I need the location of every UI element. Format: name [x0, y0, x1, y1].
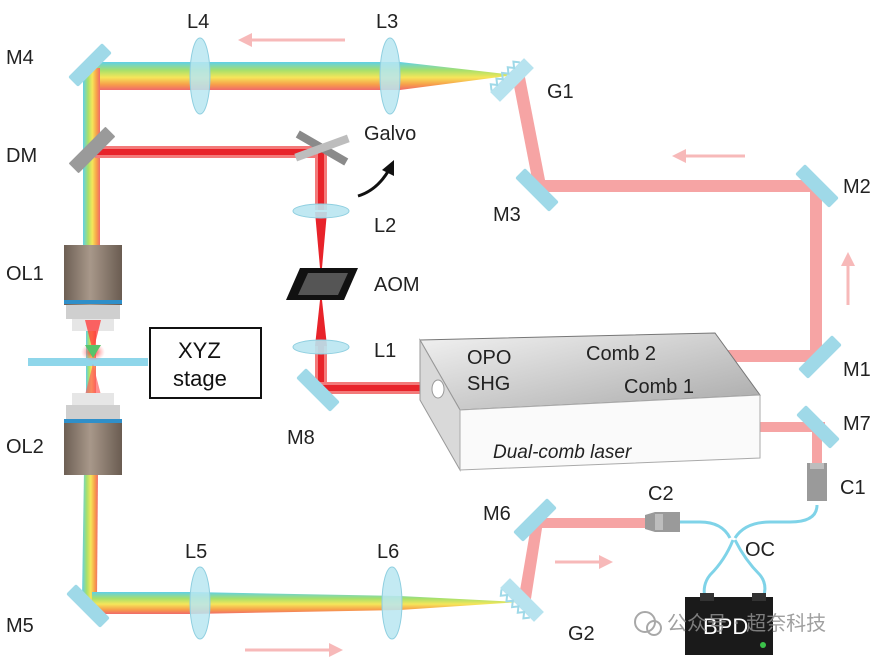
- mirror-m8: [296, 368, 340, 412]
- label-c2: C2: [648, 483, 674, 505]
- label-dm: DM: [6, 145, 37, 167]
- mirror-m6: [513, 498, 557, 542]
- rainbow-beam-bottom: [92, 592, 520, 614]
- dichroic-mirror-dm: [69, 127, 115, 173]
- lens-l1: [292, 339, 350, 355]
- red-beam-focus-upper: [315, 212, 327, 268]
- label-l3: L3: [376, 11, 398, 33]
- collimator-c2: [645, 512, 680, 532]
- label-comb1: Comb 1: [624, 376, 694, 398]
- label-stage: stage: [173, 366, 227, 391]
- pink-beam-m6-g2: [518, 520, 543, 605]
- label-m1: M1: [843, 359, 871, 381]
- red-beam-focus-lower: [315, 300, 327, 346]
- label-l4: L4: [187, 11, 209, 33]
- label-ol2: OL2: [6, 436, 44, 458]
- sample-cone-green: [85, 345, 101, 358]
- direction-arrow-middle: [672, 149, 745, 163]
- label-g2: G2: [568, 623, 595, 645]
- label-oc: OC: [745, 539, 775, 561]
- lens-l4: [189, 37, 211, 115]
- mirror-m7: [796, 405, 840, 449]
- aom-crystal: [286, 268, 358, 300]
- lens-l2: [292, 203, 350, 219]
- lens-l6: [381, 566, 403, 640]
- mirror-m2: [795, 164, 839, 208]
- objective-ol1: [64, 245, 122, 331]
- label-m7: M7: [843, 413, 871, 435]
- sample-stage-plate: [28, 358, 148, 366]
- label-ol1: OL1: [6, 263, 44, 285]
- pink-beam-g1-m3: [512, 72, 546, 189]
- label-aom: AOM: [374, 274, 420, 296]
- galvo-rotation-arrow: [357, 160, 394, 198]
- rainbow-beam-top: [92, 62, 515, 90]
- objective-ol2: [64, 393, 122, 475]
- fiber-paths: [678, 504, 819, 599]
- red-focus-cone-lower: [85, 364, 101, 395]
- pink-beam-m2-m1: [810, 185, 822, 360]
- xyz-stage-box: [149, 327, 262, 399]
- label-g1: G1: [547, 81, 574, 103]
- lens-l3: [379, 37, 401, 115]
- label-l5: L5: [185, 541, 207, 563]
- pink-beam-m7-c1: [812, 427, 822, 467]
- pink-beam-m1-laser: [720, 350, 820, 362]
- mirror-m5: [66, 584, 110, 628]
- label-comb2: Comb 2: [586, 343, 656, 365]
- label-xyz: XYZ: [178, 338, 221, 363]
- galvo-mirrors: [294, 130, 350, 166]
- lens-l5: [189, 566, 211, 640]
- pink-beam-m3-m2: [536, 180, 820, 192]
- direction-arrow-right: [841, 252, 855, 305]
- label-l2: L2: [374, 215, 396, 237]
- label-m6: M6: [483, 503, 511, 525]
- red-focus-cone-upper: [85, 320, 101, 352]
- label-shg: SHG: [467, 373, 510, 395]
- label-dual-comb-laser: Dual-comb laser: [493, 442, 632, 463]
- direction-arrow-bottom: [245, 643, 343, 657]
- label-l1: L1: [374, 340, 396, 362]
- label-c1: C1: [840, 477, 866, 499]
- mirror-m3: [515, 168, 559, 212]
- watermark: 公众号 · 超奈科技: [634, 611, 826, 636]
- label-opo: OPO: [467, 347, 511, 369]
- grating-g1: [489, 58, 534, 102]
- label-m5: M5: [6, 615, 34, 637]
- bpd-detector: [685, 593, 773, 655]
- label-m4: M4: [6, 47, 34, 69]
- label-bpd: BPD: [703, 614, 748, 639]
- direction-arrow-lower: [555, 555, 613, 569]
- label-m3: M3: [493, 204, 521, 226]
- watermark-text: 公众号 · 超奈科技: [667, 611, 826, 635]
- dual-comb-laser: [419, 332, 761, 472]
- collimator-c1: [807, 463, 827, 501]
- pink-beam-laser-m7: [757, 422, 825, 432]
- grating-g2: [499, 578, 544, 622]
- rainbow-beam-left-lower: [82, 470, 98, 600]
- direction-arrow-top: [238, 33, 345, 47]
- pink-beam-m6-c2: [536, 518, 648, 528]
- label-galvo: Galvo: [364, 123, 416, 145]
- mirror-m4: [68, 43, 112, 87]
- laser-output-port: [431, 379, 445, 399]
- label-l6: L6: [377, 541, 399, 563]
- label-m8: M8: [287, 427, 315, 449]
- label-m2: M2: [843, 176, 871, 198]
- mirror-m1: [798, 335, 842, 379]
